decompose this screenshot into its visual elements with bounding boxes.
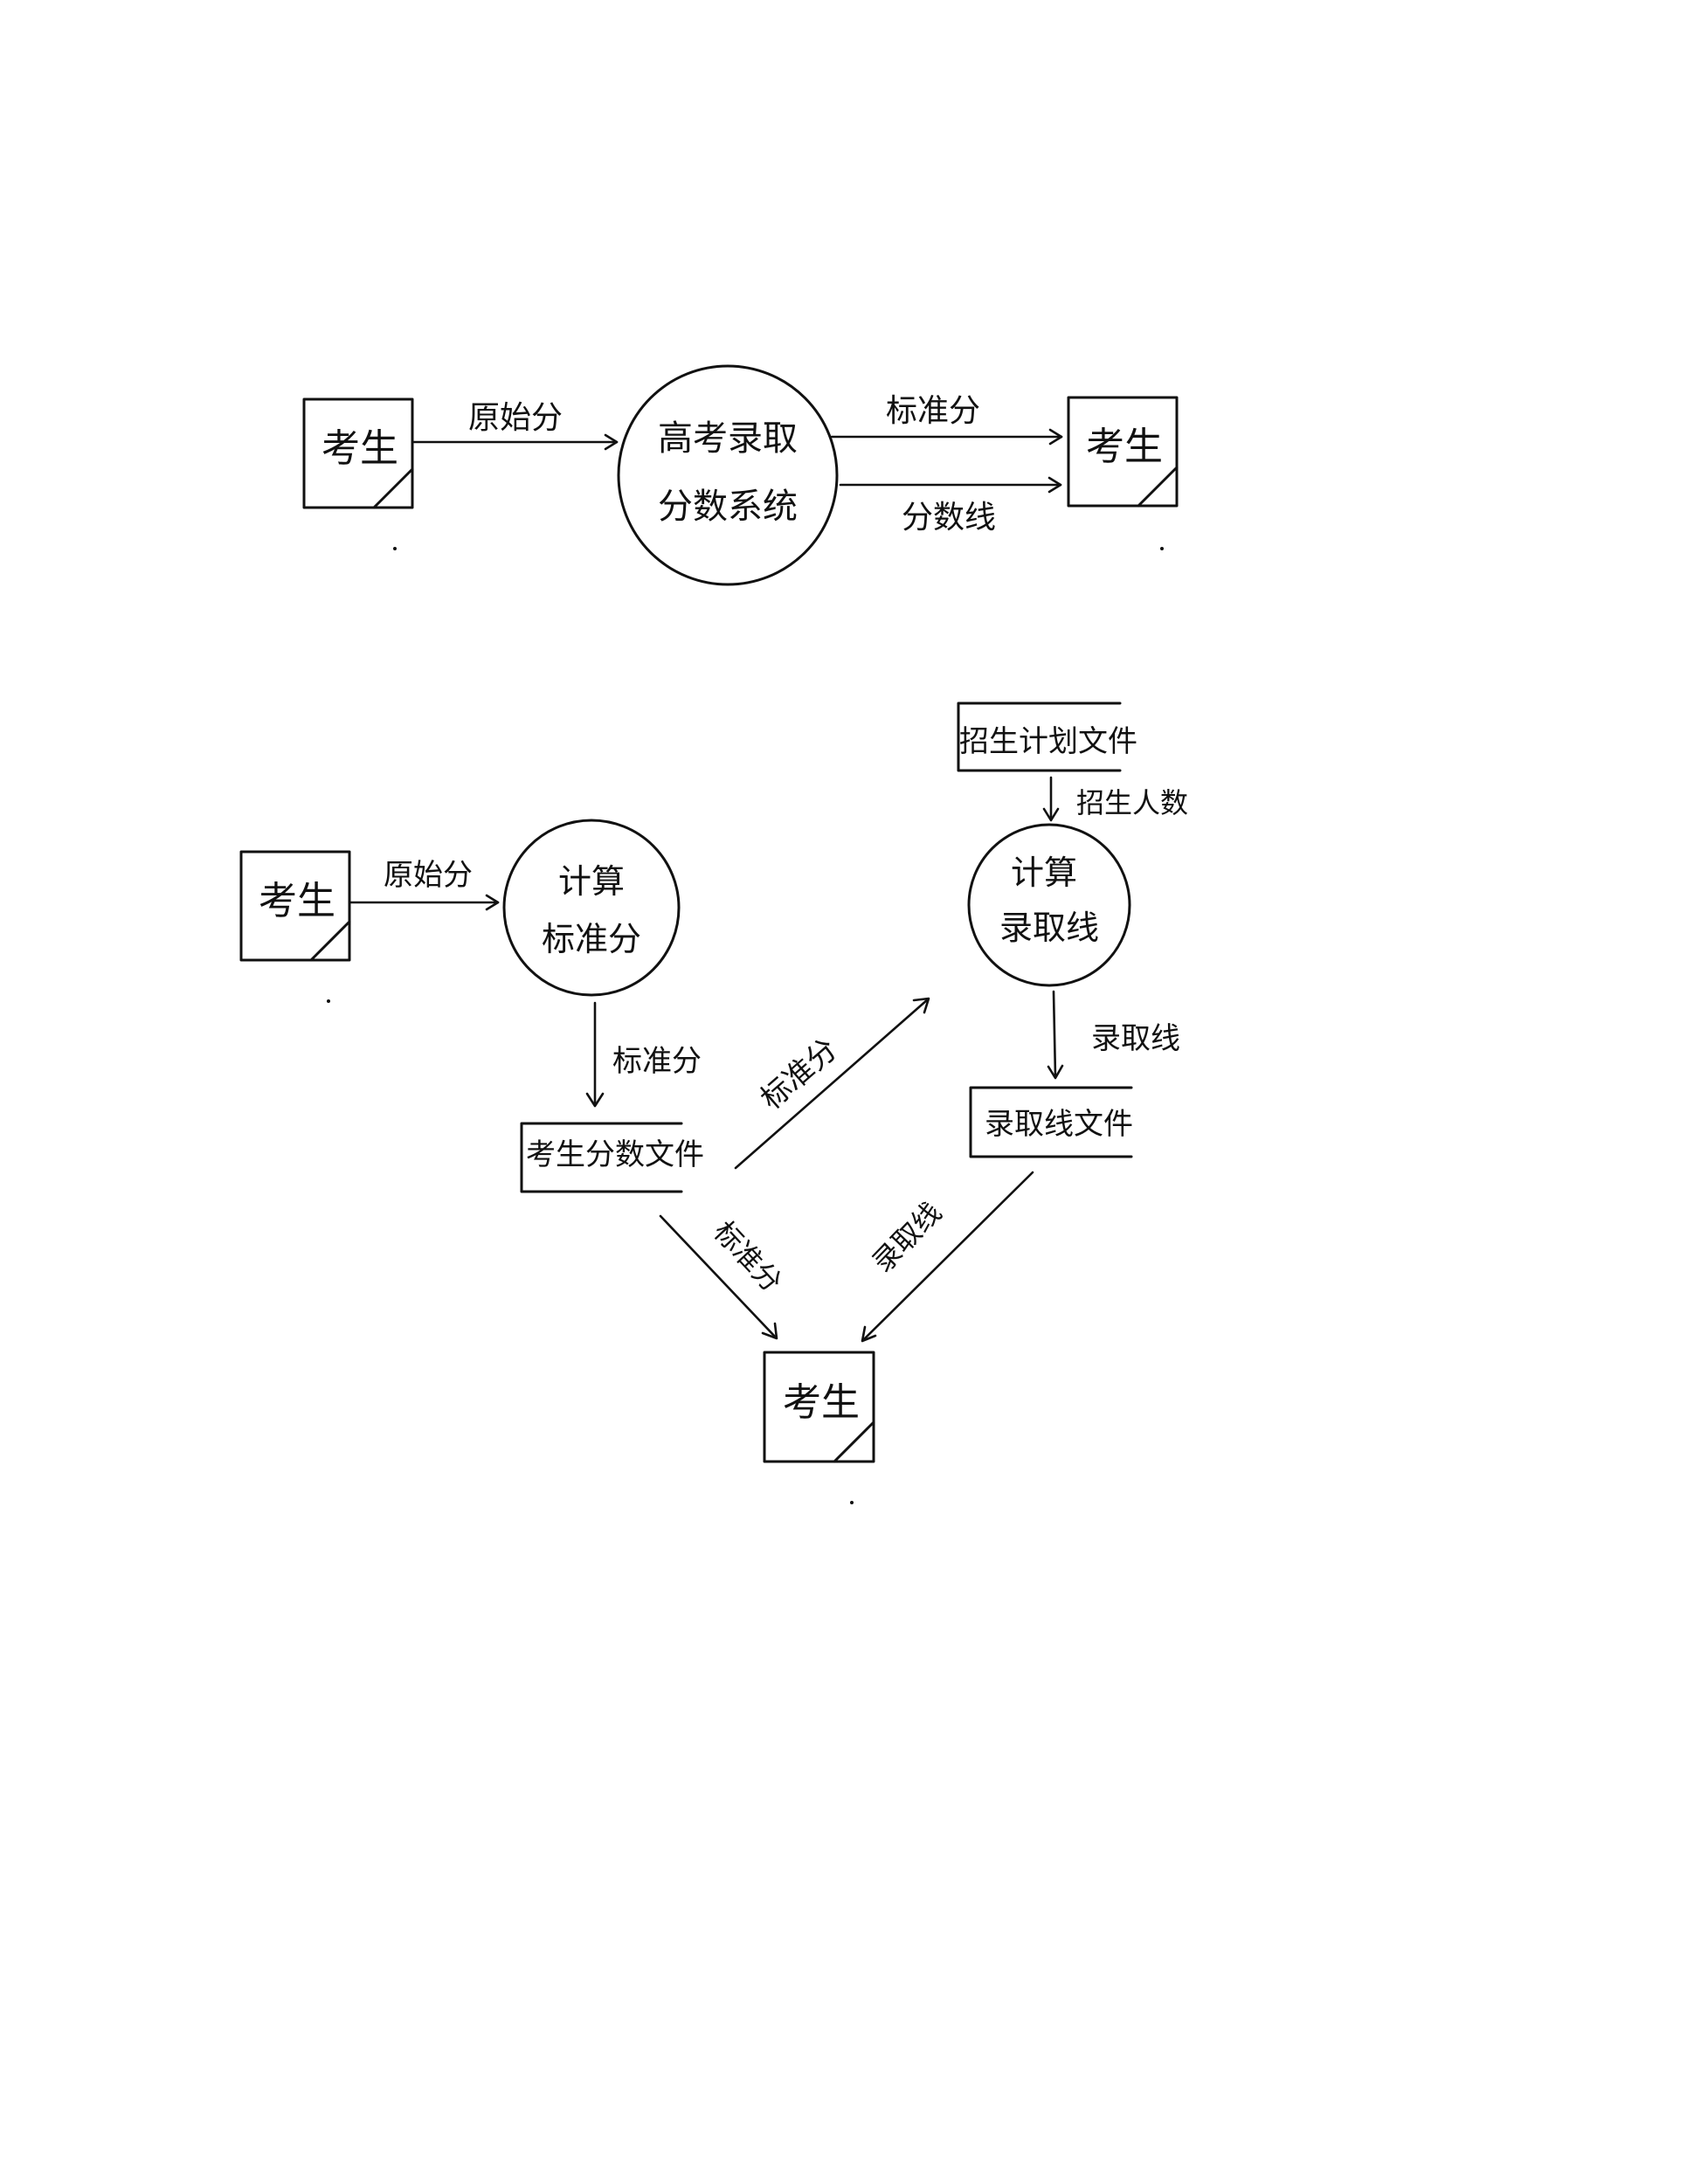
- flow-cutoff-to-store: 录取线: [1047, 990, 1180, 1080]
- level1-diagram: 考生 计算 标准分 计算 录取线 招生计划文件 考生分数文件 录取线文件: [239, 702, 1188, 1504]
- flow-standard-to-store-label: 标准分: [612, 1044, 702, 1079]
- flow-store-to-student: 标准分: [659, 1214, 789, 1340]
- context-sink-entity-label: 考生: [1086, 425, 1163, 469]
- context-flow-cutoff-line: 分数线: [839, 476, 1062, 536]
- flow-raw-score: 原始分: [348, 858, 500, 911]
- context-flow-raw-score-label: 原始分: [468, 400, 563, 436]
- context-source-entity: 考生: [302, 397, 414, 509]
- flow-standard-to-store: 标准分: [585, 1001, 702, 1108]
- flow-enrollment-count-label: 招生人数: [1076, 786, 1188, 819]
- level1-sink-entity: 考生: [763, 1351, 875, 1463]
- store-enrollment-plan: 招生计划文件: [957, 702, 1137, 772]
- context-source-entity-label: 考生: [321, 426, 398, 471]
- context-sink-entity: 考生: [1067, 396, 1179, 508]
- level1-source-entity-label: 考生: [259, 879, 335, 923]
- process-compute-standard-score-line1: 计算: [558, 862, 625, 901]
- context-flow-standard-score-label: 标准分: [886, 393, 980, 429]
- context-flow-standard-score: 标准分: [830, 393, 1063, 446]
- context-system-label-line2: 分数系统: [658, 487, 798, 527]
- process-compute-standard-score-line2: 标准分: [542, 920, 641, 958]
- flow-cutoff-to-store-label: 录取线: [1091, 1021, 1180, 1056]
- flow-raw-score-label: 原始分: [384, 858, 473, 893]
- context-system-label-line1: 高考录取: [658, 418, 798, 459]
- stray-dot: [1160, 547, 1164, 550]
- context-flow-raw-score: 原始分: [411, 400, 619, 451]
- context-flow-cutoff-line-label: 分数线: [902, 500, 996, 536]
- flow-cutoff-to-student-label: 录取线: [866, 1196, 948, 1279]
- store-student-scores-label: 考生分数文件: [526, 1137, 704, 1172]
- context-system-process: 高考录取 分数系统: [617, 364, 839, 586]
- flow-store-to-cutoff: 标准分: [734, 997, 930, 1170]
- store-cutoff-line: 录取线文件: [969, 1086, 1133, 1158]
- stray-dot: [393, 547, 397, 550]
- flow-enrollment-count: 招生人数: [1042, 776, 1188, 822]
- flow-cutoff-to-student: 录取线: [861, 1171, 1034, 1343]
- stray-dot: [327, 999, 330, 1003]
- store-student-scores: 考生分数文件: [520, 1122, 704, 1193]
- flow-store-to-student-label: 标准分: [707, 1214, 788, 1298]
- context-diagram: 考生 高考录取 分数系统 考生 原始分 标准分: [302, 364, 1179, 586]
- store-cutoff-line-label: 录取线文件: [985, 1107, 1133, 1142]
- flow-store-to-cutoff-label: 标准分: [754, 1032, 844, 1116]
- level1-source-entity: 考生: [239, 850, 351, 962]
- process-compute-standard-score: 计算 标准分: [502, 819, 681, 997]
- process-compute-cutoff-line-line2: 录取线: [999, 909, 1099, 947]
- process-compute-cutoff-line-line1: 计算: [1011, 854, 1077, 892]
- store-enrollment-plan-label: 招生计划文件: [959, 724, 1137, 759]
- process-compute-cutoff-line: 计算 录取线: [967, 823, 1131, 987]
- stray-dot: [850, 1501, 854, 1504]
- level1-sink-entity-label: 考生: [783, 1380, 860, 1425]
